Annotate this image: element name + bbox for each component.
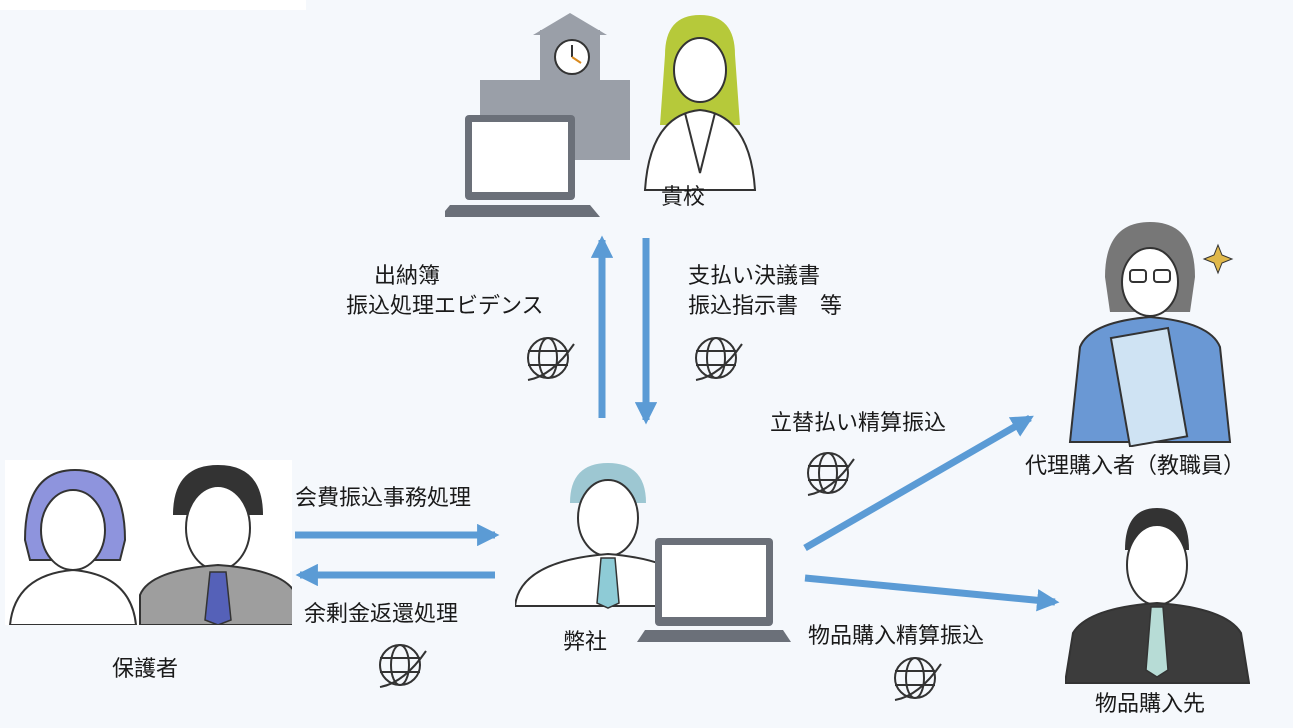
guardians-label: 保護者 <box>112 657 179 682</box>
proxy-buyer-label: 代理購入者（教職員） <box>1025 454 1246 479</box>
supplier-group <box>1065 508 1250 684</box>
flow-to-school-line1: 出納簿 <box>374 264 441 289</box>
globe-icon <box>695 337 743 381</box>
businessman-person-icon <box>1065 508 1250 684</box>
laptop-icon <box>445 115 600 217</box>
flow-to-company-label: 会費振込事務処理 <box>295 486 472 511</box>
company-label: 弊社 <box>563 630 608 655</box>
supplier-label: 物品購入先 <box>1095 692 1206 717</box>
flow-from-school-line1: 支払い決議書 <box>688 264 821 289</box>
teacher-person-icon <box>643 15 757 191</box>
mother-person-icon <box>8 468 138 625</box>
company-group <box>515 463 791 642</box>
globe-icon <box>807 452 855 496</box>
school-label: 貴校 <box>661 185 706 210</box>
father-person-icon <box>139 465 292 625</box>
guardians-group <box>5 460 292 625</box>
proxy-buyer-group <box>1068 222 1234 447</box>
teacher-glasses-person-icon <box>1068 222 1232 447</box>
staff-person-icon <box>515 463 703 609</box>
school-group <box>445 13 757 217</box>
arrow-to-proxy <box>803 414 1034 552</box>
flow-to-guardians-label: 余剰金返還処理 <box>304 602 459 627</box>
globe-icon <box>379 644 427 688</box>
globe-icon <box>527 337 575 381</box>
header-strip <box>0 0 306 10</box>
flow-from-school-line2: 振込指示書 等 <box>688 294 843 319</box>
flow-to-school-line2: 振込処理エビデンス <box>346 294 544 319</box>
sparkle-icon <box>1202 243 1234 275</box>
arrow-to-supplier <box>804 574 1060 612</box>
flow-to-supplier-label: 物品購入精算振込 <box>808 624 985 649</box>
globe-icon <box>894 657 942 701</box>
flow-to-proxy-label: 立替払い精算振込 <box>770 411 947 436</box>
school-building-icon <box>480 13 630 160</box>
laptop-icon <box>637 538 791 642</box>
